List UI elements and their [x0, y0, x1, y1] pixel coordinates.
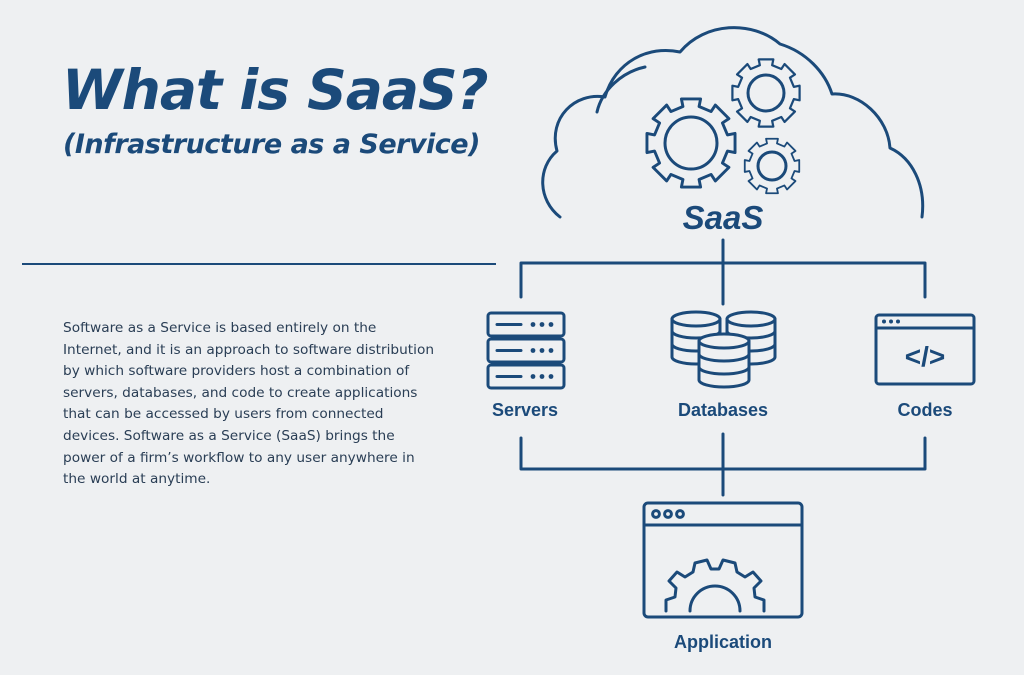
databases-label: Databases [678, 400, 768, 420]
codes-label: Codes [897, 400, 952, 420]
section-divider [22, 263, 496, 265]
application-window-icon [642, 501, 804, 619]
application-label: Application [674, 632, 772, 652]
half-gear-icon [664, 558, 766, 613]
code-window-icon [874, 313, 976, 386]
description-text: Software as a Service is based entirely … [63, 320, 434, 488]
servers-label: Servers [492, 400, 558, 420]
cloud-inner-arc [595, 65, 647, 114]
server-rack-icon [486, 311, 566, 390]
page-title: What is SaaS? [62, 58, 488, 122]
code-glyph: </> [905, 341, 945, 372]
gear-large-icon [645, 97, 737, 189]
server-status-lights [530, 322, 554, 379]
cloud-shape [541, 26, 925, 219]
gear-small-icon [743, 137, 801, 195]
cloud-label: SaaS [683, 199, 764, 236]
gear-medium-icon [731, 58, 801, 128]
page-subtitle: (Infrastructure as a Service) [63, 129, 480, 160]
database-icon [670, 310, 777, 389]
